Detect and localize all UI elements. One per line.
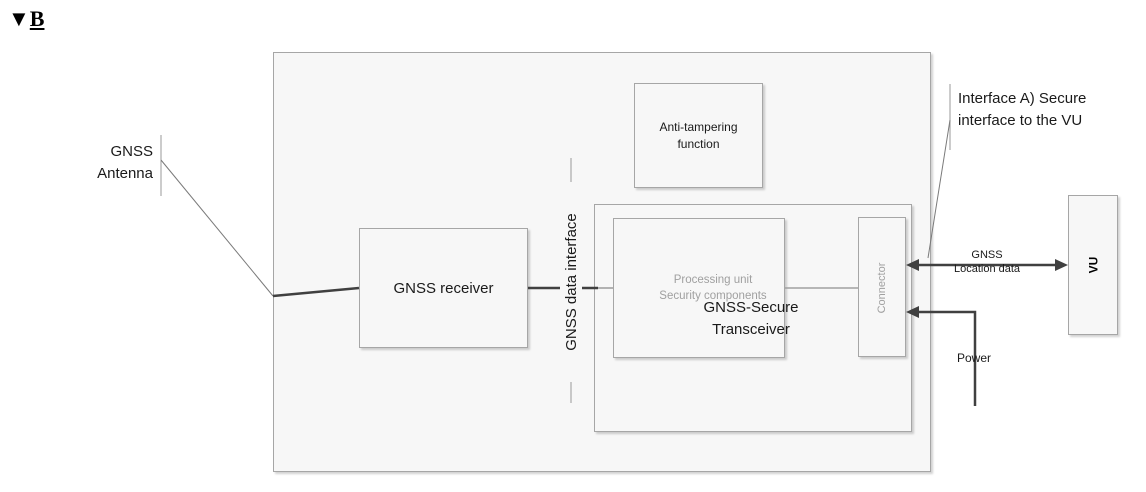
anti-tampering-label-2: function <box>677 136 720 151</box>
interface-a-pointer <box>927 119 951 259</box>
interface-a-line1: Interface A) Secure <box>958 90 1087 107</box>
gnss-location-line1: GNSS <box>971 249 1003 261</box>
gnss-receiver-label: GNSS receiver <box>393 279 494 297</box>
gnss-antenna-label: GNSS Antenna <box>95 141 153 185</box>
gnss-data-interface-label: GNSS data interface <box>562 213 580 351</box>
gnss-antenna-line2: Antenna <box>97 165 153 182</box>
connector-label-wrap: Connector <box>874 238 890 338</box>
transceiver-label-2: Transceiver <box>712 321 790 338</box>
power-arrow-head <box>906 306 919 318</box>
connector-box <box>858 217 906 357</box>
transceiver-label: GNSS-Secure Transceiver <box>676 297 826 341</box>
gnss-location-label: GNSS Location data <box>937 248 1037 276</box>
antenna-diagonal-line <box>160 159 274 297</box>
gnss-antenna-line1: GNSS <box>110 143 153 160</box>
power-label: Power <box>957 351 992 365</box>
processing-unit-box <box>613 218 785 358</box>
interface-a-label: Interface A) Secure interface to the VU <box>958 88 1086 132</box>
connector-label: Connector <box>876 262 888 314</box>
section-marker: ▼B <box>8 6 44 32</box>
antenna-cable <box>272 286 360 298</box>
arrow-left-head <box>906 259 919 271</box>
processing-unit-text: Processing unit Security components <box>613 272 813 304</box>
processing-unit-label: Processing unit <box>673 274 753 286</box>
gnss-receiver-box: GNSS receiver <box>359 228 528 348</box>
transceiver-label-1: GNSS-Secure <box>703 299 799 316</box>
vu-box: VU <box>1068 195 1118 335</box>
security-components-label: Security components <box>659 290 767 302</box>
anti-tampering-label-1: Anti-tampering <box>659 119 738 134</box>
gnss-data-interface-label-wrap: GNSS data interface <box>560 182 582 382</box>
interface-a-line2: interface to the VU <box>958 112 1083 129</box>
triangle-down-icon: ▼ <box>8 6 30 31</box>
power-line <box>918 310 977 406</box>
anti-tampering-box: Anti-tampering function <box>634 83 763 188</box>
section-letter: B <box>29 6 45 31</box>
arrow-right-head <box>1055 259 1068 271</box>
gnss-location-line2: Location data <box>953 263 1021 275</box>
